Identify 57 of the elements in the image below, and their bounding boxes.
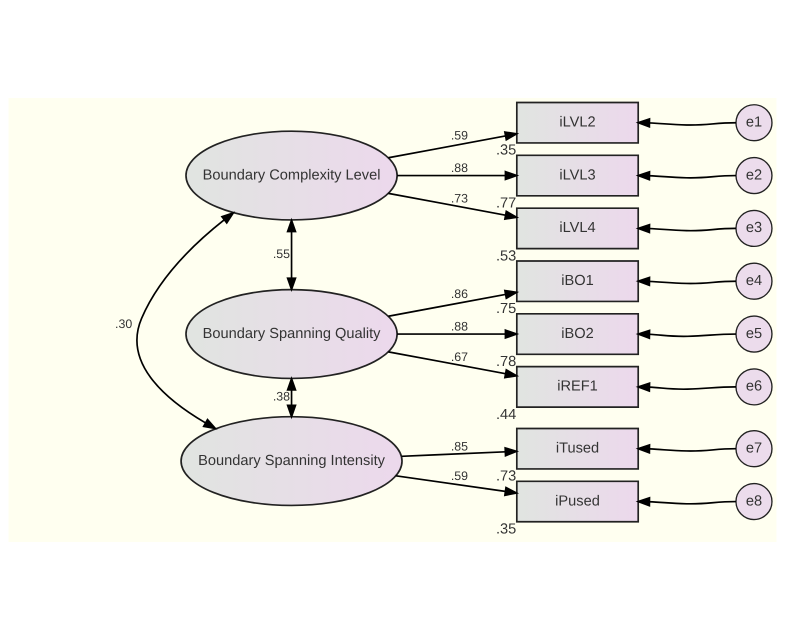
edge-label: .59 [450,128,468,142]
arrow [636,222,736,234]
arrow [636,382,736,392]
node-box: iBO1 [516,260,640,302]
node-box: iLVL2 [516,101,640,144]
arrow [636,443,736,454]
edge-label: .73 [450,190,468,205]
node-label: .78 [496,353,516,370]
arrow [636,117,736,128]
node-box: iPused [516,480,640,522]
arrow [136,210,236,430]
arrow [397,328,520,339]
arrow [636,276,736,286]
arrow [636,328,736,339]
node-label: .75 [496,300,516,317]
node-box: iLVL4 [516,206,640,249]
node-label: .44 [496,406,516,422]
arrow [286,376,297,419]
node-circle: e6 [735,368,773,406]
node-box: iBO2 [516,312,640,355]
node-box: iLVL3 [516,154,640,196]
node-box: iREF1 [516,365,640,408]
node-circle: e1 [735,104,773,141]
node-label: .53 [496,248,516,264]
node-label: .35 [496,142,516,158]
arrow [402,446,520,457]
arrow [388,130,520,158]
node-ellipse: Boundary Complexity Level [185,130,398,220]
node-circle: e2 [735,156,773,194]
node-label: .77 [496,194,516,211]
node-ellipse: Boundary Spanning Quality [185,288,398,379]
arrow [388,289,520,317]
edge-label: .88 [450,160,468,174]
node-ellipse: Boundary Spanning Intensity [180,415,403,506]
edge-label: .59 [450,468,468,482]
node-circle: e7 [735,430,773,467]
node-box: iTused [516,427,640,470]
arrow [286,217,297,292]
node-label: .35 [496,520,516,537]
node-circle: e5 [735,314,773,352]
edge-label: .38 [272,389,290,404]
edge-label: .86 [450,286,468,300]
arrow [397,170,520,180]
edge-label: .85 [450,439,468,454]
edge-label: .30 [115,316,132,331]
node-circle: e4 [735,262,773,300]
node-circle: e3 [735,209,773,247]
arrow [396,474,520,496]
edge-label: .88 [450,318,468,333]
arrow [636,170,736,180]
node-label: .73 [496,468,516,484]
arrow [388,192,520,220]
edge-label: .67 [450,349,468,364]
arrow [388,350,520,378]
node-circle: e8 [735,482,773,520]
arrow [636,496,736,506]
edge-label: .55 [272,246,290,260]
